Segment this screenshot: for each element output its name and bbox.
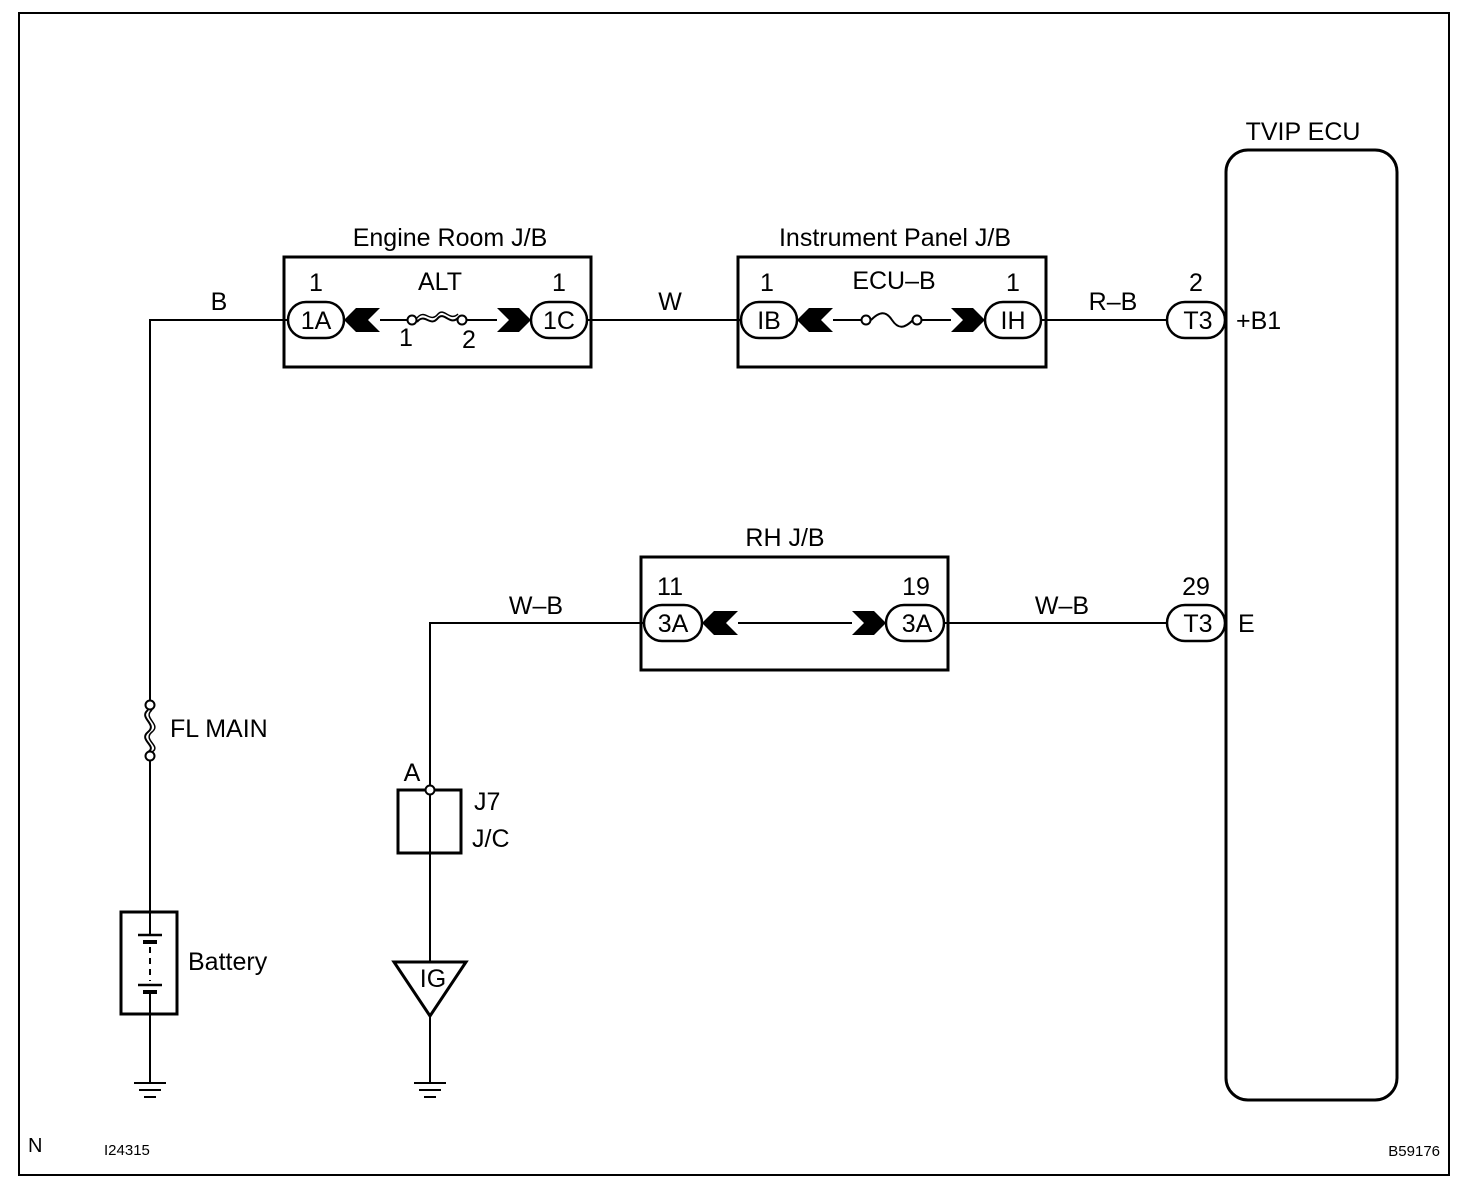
connector-t3-b1-code: T3: [1183, 307, 1212, 335]
connector-3a-right: 3A 19: [852, 573, 946, 643]
battery-icon: [138, 912, 162, 1014]
rh-jb: RH J/B: [639, 524, 950, 672]
connector-1c-code: 1C: [543, 307, 575, 335]
connector-t3-e-code: T3: [1183, 610, 1212, 638]
connector-1a-code: 1A: [301, 307, 332, 335]
junction-point-a: [424, 784, 436, 796]
connector-3a-right-code: 3A: [902, 610, 933, 638]
tvip-ecu-label: TVIP ECU: [1246, 118, 1361, 146]
diagram-frame: [18, 12, 1450, 1176]
connector-3a-right-arrow-icon: [852, 611, 886, 635]
instrument-panel-jb: Instrument Panel J/B: [736, 224, 1048, 369]
footer-right-code: B59176: [1388, 1143, 1440, 1160]
ground-point-triangle-icon: [391, 960, 469, 1019]
connector-3a-left-arrow-icon: [702, 611, 738, 635]
ecu-b-fuse: ECU–B: [833, 267, 951, 328]
connector-ib-arrow-icon: [797, 308, 833, 332]
connector-t3-b1-pin: 2: [1189, 269, 1203, 297]
wire-w-b-left: W–B: [429, 592, 644, 786]
battery: Battery: [119, 910, 268, 1016]
connector-3a-left-pin: 11: [657, 573, 683, 601]
junction-j7-id: J7: [474, 788, 500, 816]
footer-letter: N: [28, 1135, 42, 1157]
connector-1c-pin: 1: [552, 269, 566, 297]
terminal-e-label: E: [1238, 610, 1255, 638]
connector-t3-e: T3 29 E: [1165, 573, 1255, 643]
alt-fuse-label: ALT: [418, 268, 462, 296]
junction-j7-type: J/C: [472, 825, 510, 853]
wire-w-color: W: [658, 288, 682, 316]
ig-ground-icon: [414, 1082, 446, 1098]
connector-t3-e-pin: 29: [1182, 573, 1210, 601]
ground-point-ig: IG: [391, 960, 469, 1098]
wire-w-b-left-color: W–B: [509, 592, 563, 620]
fl-main-fusible-link: FL MAIN: [144, 699, 268, 912]
junction-connector-j7: A J7 J/C: [396, 759, 510, 962]
connector-1a: 1A 1: [286, 269, 380, 340]
connector-ih-arrow-icon: [951, 308, 985, 332]
connector-3a-right-pin: 19: [902, 573, 930, 601]
engine-room-jb-label: Engine Room J/B: [353, 224, 548, 252]
alt-fuse: ALT 1 2: [380, 268, 497, 354]
wire-w-b-right-color: W–B: [1035, 592, 1089, 620]
terminal-b1-label: +B1: [1236, 307, 1281, 335]
ecu-b-fuse-icon: [870, 312, 914, 328]
wire-r-b-color: R–B: [1089, 288, 1138, 316]
wire-r-b: R–B: [1041, 288, 1167, 321]
battery-ground-icon: [134, 1082, 166, 1098]
connector-ih-pin: 1: [1006, 269, 1020, 297]
alt-pin-right: 2: [462, 326, 476, 354]
connector-t3-b1: T3 2 +B1: [1165, 269, 1281, 340]
wire-w: W: [587, 288, 741, 321]
battery-label: Battery: [188, 948, 268, 976]
connector-ih: IH 1: [951, 269, 1043, 340]
connector-ib-pin: 1: [760, 269, 774, 297]
connector-1a-arrow-icon: [344, 308, 380, 332]
connector-1a-pin: 1: [309, 269, 323, 297]
fl-main-label: FL MAIN: [170, 715, 268, 743]
connector-1c-arrow-icon: [497, 308, 531, 332]
ground-point-ig-label: IG: [420, 965, 446, 993]
connector-ib-code: IB: [757, 307, 781, 335]
connector-1c: 1C 1: [497, 269, 589, 340]
fl-main-fusible-link-icon: [144, 709, 152, 753]
junction-point-a-label: A: [404, 759, 421, 787]
tvip-ecu: TVIP ECU: [1224, 118, 1399, 1102]
connector-3a-left-code: 3A: [658, 610, 689, 638]
wire-b: B: [149, 288, 288, 700]
wire-w-b-right: W–B: [944, 592, 1167, 624]
wire-b-color: B: [211, 288, 228, 316]
connector-ih-code: IH: [1001, 307, 1026, 335]
connector-ib: IB 1: [739, 269, 833, 340]
ecu-b-fuse-label: ECU–B: [852, 267, 935, 295]
rh-jb-label: RH J/B: [745, 524, 824, 552]
connector-3a-left: 3A 11: [642, 573, 738, 643]
alt-fusible-link-icon: [416, 315, 459, 323]
alt-pin-left: 1: [399, 324, 413, 352]
instrument-panel-jb-label: Instrument Panel J/B: [779, 224, 1011, 252]
battery-ground: [134, 1014, 166, 1098]
engine-room-jb: Engine Room J/B: [282, 224, 593, 369]
footer-left-code: I24315: [104, 1142, 150, 1159]
